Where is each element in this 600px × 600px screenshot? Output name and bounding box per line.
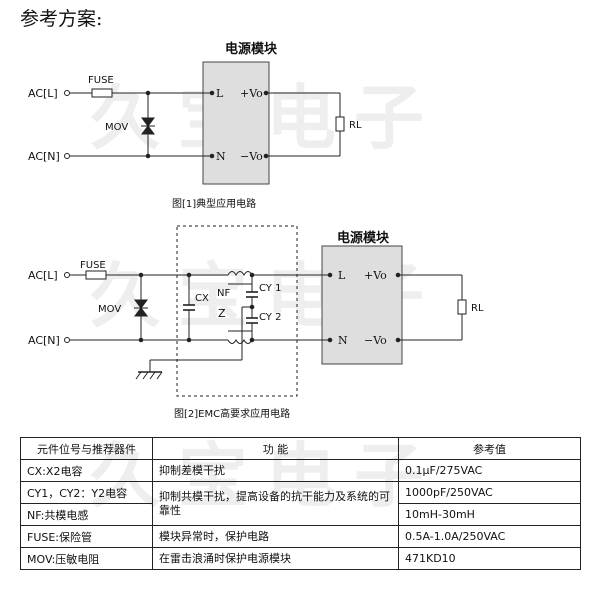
value-cell: 1000pF/250VAC [398, 481, 581, 504]
value-cell: 0.1μF/275VAC [398, 459, 581, 482]
fig2-ac-n-label: AC[N] [28, 334, 60, 347]
fig2-nf-label: NF [217, 288, 230, 299]
circuit-diagrams: 电源模块 AC[L] AC[N] FUSE MOV L N +Vo −Vo [28, 41, 484, 420]
fig2-terminal-l [64, 272, 70, 278]
part-cell: NF:共模电感 [20, 503, 153, 526]
fig1-terminal-n [64, 153, 70, 159]
part-cell: FUSE:保险管 [20, 525, 153, 548]
table-row: CY1，CY2：Y2电容 抑制共模干扰，提高设备的抗干能力及系统的可靠性 100… [20, 481, 581, 526]
figure-2: 电源模块 AC[L] AC[N] FUSE MOV CX NF [28, 225, 484, 420]
fig1-mov [141, 117, 155, 127]
fig1-pin-l: L [216, 87, 224, 100]
fig2-terminal-n [64, 337, 70, 343]
table-row: MOV:压敏电阻 在雷击浪涌时保护电源模块 471KD10 [20, 547, 581, 570]
fig2-pin-vo-neg: −Vo [364, 334, 387, 347]
value-cell: 0.5A-1.0A/250VAC [398, 525, 581, 548]
table-row: CX:X2电容 抑制差模干扰 0.1μF/275VAC [20, 459, 581, 482]
table-row: FUSE:保险管 模块异常时，保护电路 0.5A-1.0A/250VAC [20, 525, 581, 548]
fig2-ac-l-label: AC[L] [28, 269, 58, 282]
fig1-ac-n-label: AC[N] [28, 150, 60, 163]
fig1-power-module [202, 61, 270, 185]
fig2-cy2-label: CY 2 [259, 312, 281, 323]
fig2-fuse [85, 270, 107, 280]
fig1-terminal-l [64, 90, 70, 96]
part-cell: MOV:压敏电阻 [20, 547, 153, 570]
function-cell: 模块异常时，保护电路 [152, 525, 399, 548]
fig1-pin-vo-neg: −Vo [240, 150, 263, 163]
value-cell: 10mH-30mH [398, 503, 581, 526]
fig2-emc-filter-box [176, 225, 298, 397]
part-cell: CX:X2电容 [20, 459, 153, 482]
fig1-caption: 图[1]典型应用电路 [172, 197, 256, 210]
fig1-mov-label: MOV [105, 122, 128, 133]
page-title: 参考方案: [20, 8, 103, 30]
fig2-cx-label: CX [195, 293, 209, 304]
fig2-pin-l: L [338, 269, 346, 282]
fig1-module-title: 电源模块 [225, 41, 278, 57]
table-row: NF:共模电感 10mH-30mH [20, 503, 581, 526]
fig2-power-module [321, 245, 403, 365]
table-header-row: 元件位号与推荐器件 功 能 参考值 [20, 437, 581, 460]
fig2-pin-vo-pos: +Vo [364, 269, 387, 282]
fig2-z-label: Z [218, 307, 226, 320]
fig2-load-resistor [457, 299, 467, 315]
fig2-mov-label: MOV [98, 304, 121, 315]
fig2-module-title: 电源模块 [337, 230, 390, 246]
component-table: 元件位号与推荐器件 功 能 参考值 CX:X2电容 抑制差模干扰 0.1μF/2… [20, 437, 581, 570]
function-cell: 抑制共模干扰，提高设备的抗干能力及系统的可靠性 [152, 481, 399, 526]
header-part: 元件位号与推荐器件 [20, 437, 153, 460]
fig1-fuse [91, 88, 113, 98]
fig1-load-label: RL [349, 120, 362, 131]
fig2-pin-n: N [338, 334, 348, 347]
fig1-pin-n: N [216, 150, 226, 163]
fig2-cy1-label: CY 1 [259, 283, 281, 294]
fig2-load-label: RL [471, 303, 484, 314]
fig1-pin-vo-pos: +Vo [240, 87, 263, 100]
fig1-fuse-label: FUSE [88, 75, 114, 86]
fig2-common-mode-choke [227, 271, 253, 277]
header-function: 功 能 [152, 437, 399, 460]
fig2-caption: 图[2]EMC高要求应用电路 [174, 407, 290, 420]
header-value: 参考值 [398, 437, 581, 460]
fig2-fuse-label: FUSE [80, 260, 106, 271]
fig1-ac-l-label: AC[L] [28, 87, 58, 100]
figure-1: 电源模块 AC[L] AC[N] FUSE MOV L N +Vo −Vo [28, 41, 362, 210]
value-cell: 471KD10 [398, 547, 581, 570]
part-cell: CY1，CY2：Y2电容 [20, 481, 153, 504]
function-cell: 在雷击浪涌时保护电源模块 [152, 547, 399, 570]
fig1-load-resistor [335, 116, 345, 132]
fig2-mov [134, 299, 148, 309]
function-cell: 抑制差模干扰 [152, 459, 399, 482]
